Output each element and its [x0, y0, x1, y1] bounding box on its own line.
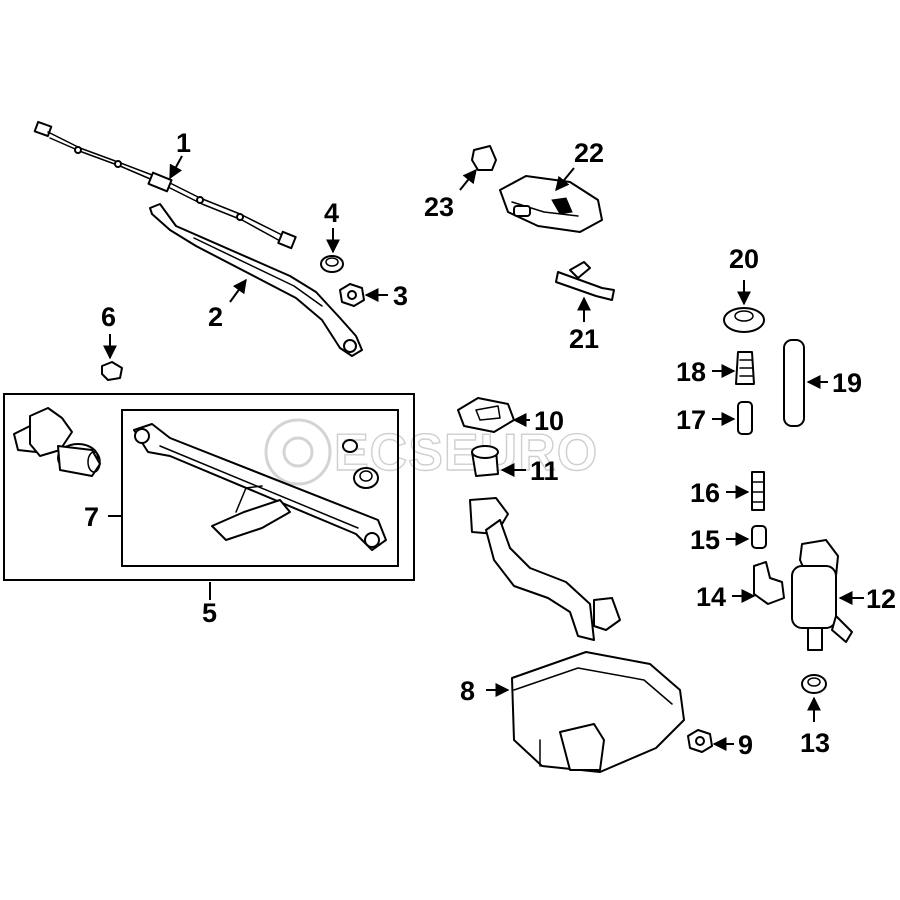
callout-19: 19 — [832, 368, 862, 398]
washer-pump-part — [791, 539, 853, 651]
wiper-blade-part — [33, 120, 297, 250]
wiper-motor-part — [13, 407, 101, 477]
callout-12: 12 — [866, 584, 896, 614]
clip-part-6 — [101, 361, 123, 381]
callout-2: 2 — [208, 302, 223, 332]
fitting-part-16 — [751, 471, 765, 511]
leader-lines — [103, 155, 864, 751]
callout-18: 18 — [676, 357, 706, 387]
wiper-linkage-part — [133, 423, 387, 551]
grommet-parts — [342, 439, 379, 489]
callout-16: 16 — [690, 478, 720, 508]
callout-22: 22 — [574, 138, 604, 168]
fitting-part-17 — [737, 401, 753, 435]
wiper-arm-part — [149, 203, 363, 357]
callout-9: 9 — [738, 730, 753, 760]
nozzle-part-18 — [735, 351, 755, 385]
callout-labels: 1 2 3 4 5 6 7 8 9 10 11 12 13 14 15 16 1… — [84, 128, 896, 760]
callout-1: 1 — [176, 128, 191, 158]
linkage-box-7 — [121, 409, 399, 567]
callout-14: 14 — [696, 582, 726, 612]
grommet-part-20 — [723, 307, 765, 333]
callout-13: 13 — [800, 728, 830, 758]
callout-20: 20 — [729, 244, 759, 274]
clip-part-23 — [471, 145, 497, 171]
callout-15: 15 — [690, 525, 720, 555]
callout-10: 10 — [534, 406, 564, 436]
washer-reservoir-part — [469, 497, 685, 773]
connector-part-14 — [753, 561, 785, 605]
nut-part-9 — [687, 729, 713, 753]
fitting-part-15 — [751, 525, 767, 549]
callout-6: 6 — [101, 302, 116, 332]
hose-joint-part-21 — [555, 261, 615, 301]
callout-7: 7 — [84, 502, 99, 532]
grommet-part-13 — [801, 674, 827, 694]
filler-neck-part-11 — [471, 445, 499, 477]
washer-nozzle-part-22 — [499, 175, 603, 233]
nut-part-3 — [339, 283, 365, 307]
cap-part-4 — [320, 255, 344, 273]
hose-part-19 — [783, 339, 805, 427]
callout-5: 5 — [202, 598, 217, 628]
callout-3: 3 — [393, 281, 408, 311]
callout-23: 23 — [424, 192, 454, 222]
callout-17: 17 — [676, 405, 706, 435]
callout-8: 8 — [460, 676, 475, 706]
callout-4: 4 — [324, 198, 339, 228]
callout-11: 11 — [530, 456, 559, 486]
callout-21: 21 — [569, 324, 599, 354]
assembly-box-5 — [3, 393, 415, 581]
